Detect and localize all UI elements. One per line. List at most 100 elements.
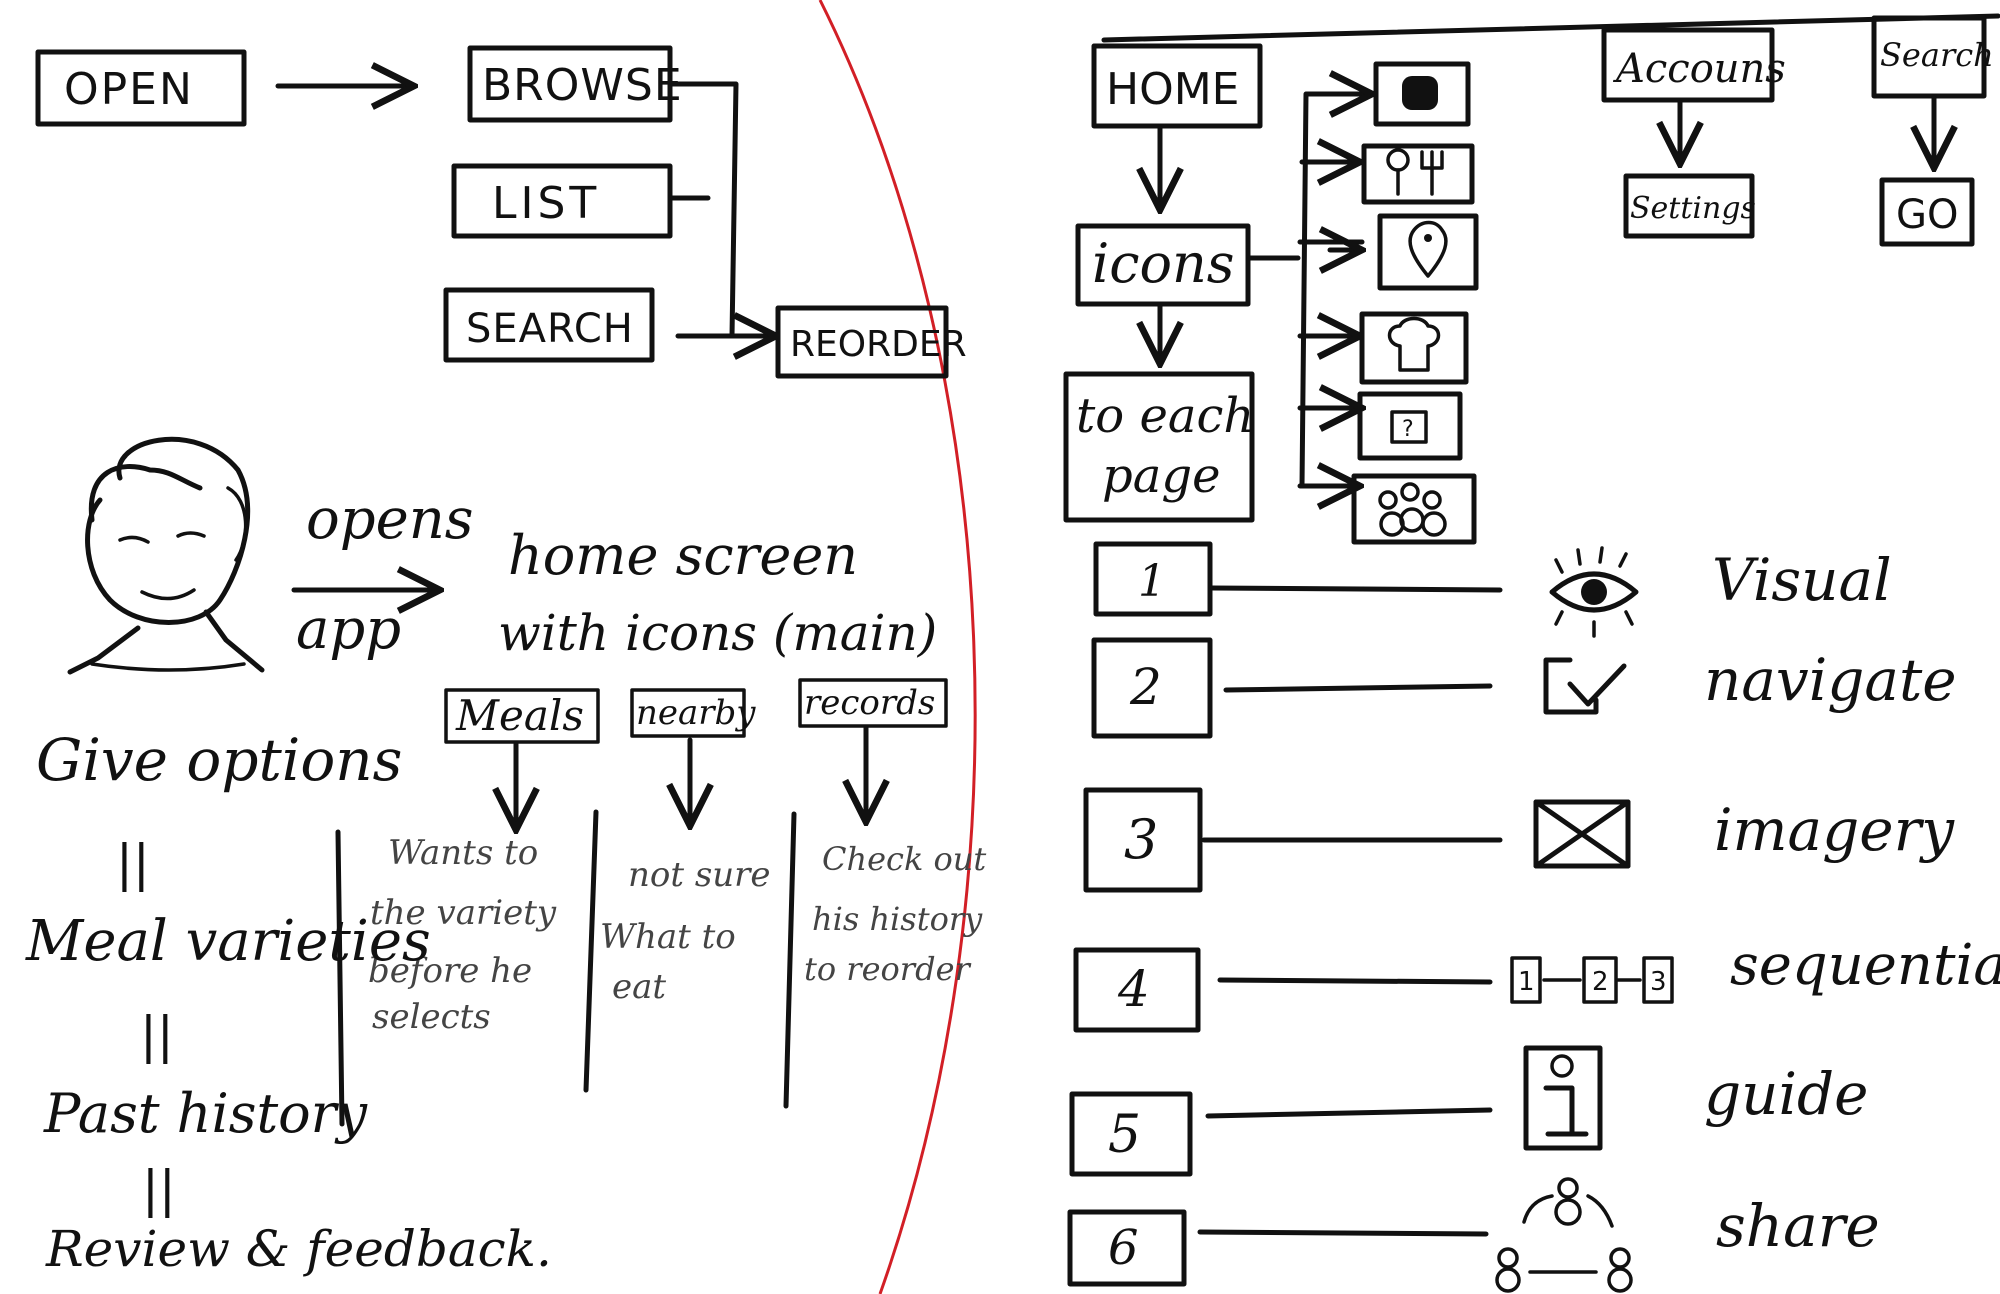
cutlery-icon-box: [1361, 143, 1475, 205]
options-divider-1: [335, 829, 345, 1127]
give-options-label: Give options: [36, 726, 402, 794]
help-icon-box: ?: [1357, 391, 1463, 461]
steps-separator: ||: [142, 1160, 176, 1218]
go-box: [1879, 177, 1975, 247]
nearby-note: not sure What to eat: [600, 855, 781, 1007]
to-each-page-line: page: [1102, 448, 1220, 504]
options-divider-3: [783, 811, 797, 1109]
group-icon-box: [1351, 473, 1477, 545]
person-icon: [67, 436, 265, 675]
location-pin-icon: [1408, 220, 1448, 278]
principles-group: 1 Visual 2 navigate 3: [1067, 541, 2000, 1293]
steps-separator: ||: [116, 834, 150, 892]
list-box: [451, 163, 673, 239]
divider-curve: [818, 0, 977, 1294]
chef-icon-box: [1359, 311, 1469, 385]
nav-group: HOME icons to each page: [1063, 13, 2000, 545]
reorder-label: REORDER: [790, 324, 967, 365]
meals-note-line: Wants to: [388, 833, 538, 873]
to-each-page-box: [1063, 371, 1255, 523]
principle-number: 3: [1124, 808, 1158, 871]
meals-note-line: selects: [372, 997, 491, 1037]
chef-hat-icon: [1387, 316, 1441, 372]
steps-group: Give options || Meal varieties || Past h…: [25, 726, 552, 1278]
search-label: SEARCH: [466, 306, 634, 352]
info-icon: [1523, 1045, 1603, 1151]
sequence-digit: 2: [1592, 967, 1609, 997]
settings-label: Settings: [1630, 191, 1756, 226]
principle-number: 2: [1129, 658, 1162, 716]
principle-number: 4: [1117, 960, 1150, 1018]
accounts-box: [1601, 27, 1775, 103]
sequence-digit: 3: [1650, 967, 1667, 997]
options-group: Meals nearby records Wants to the variet…: [335, 678, 996, 1127]
settings-box: [1623, 173, 1755, 239]
nearby-note-line: What to: [600, 917, 736, 957]
home-screen-line1: home screen: [508, 524, 858, 587]
records-note-line: to reorder: [804, 950, 972, 988]
persona-group: opens app home screen with icons (main): [67, 436, 937, 675]
principle-row: 6 share: [1067, 1177, 1880, 1293]
records-note: Check out his history to reorder: [804, 840, 996, 988]
principle-row: 5 guide: [1069, 1045, 1868, 1177]
browse-label: BROWSE: [482, 60, 683, 111]
nearby-note-line: not sure: [628, 855, 771, 895]
top-bar: [1101, 13, 2000, 43]
cutlery-icon: [1386, 148, 1444, 196]
flow-group: OPEN BROWSE LIST SEARCH REORDER: [35, 45, 967, 379]
meals-label: Meals: [455, 691, 584, 740]
help-icon: [1390, 410, 1428, 444]
meals-note-line: the variety: [370, 893, 557, 933]
principle-number: 6: [1108, 1220, 1139, 1276]
accounts-label: Accouns: [1612, 46, 1786, 92]
principle-label: share: [1716, 1192, 1880, 1260]
search-nav-label: Search: [1880, 36, 1994, 74]
nearby-label: nearby: [636, 693, 756, 733]
principle-number-box: [1073, 947, 1201, 1033]
options-divider-2: [583, 809, 599, 1093]
nearby-box: [630, 688, 746, 738]
group-icon: [1378, 482, 1447, 537]
icons-label: icons: [1092, 232, 1235, 295]
eye-icon: [1549, 546, 1639, 638]
home-box: [1091, 43, 1263, 129]
meals-box: [444, 688, 600, 744]
principle-number: 1: [1138, 556, 1166, 607]
principle-label: navigate: [1704, 646, 1957, 714]
icons-box: [1075, 223, 1251, 307]
go-label: GO: [1896, 192, 1958, 238]
location-icon-box: [1377, 213, 1479, 291]
principle-number-box: [1083, 787, 1203, 893]
flow-bracket: [667, 81, 739, 339]
share-icon: [1495, 1177, 1633, 1293]
nearby-note-line: eat: [612, 967, 666, 1007]
principle-label: sequential: [1730, 933, 2000, 998]
sequence-icon: 1 2 3: [1510, 956, 1674, 1004]
help-icon-glyph: ?: [1402, 417, 1414, 442]
open-label: OPEN: [64, 64, 194, 115]
past-history-label: Past history: [43, 1082, 368, 1145]
meal-icon-box: [1373, 61, 1471, 127]
records-label: records: [804, 683, 935, 723]
checkbox-icon: [1543, 657, 1627, 715]
records-note-line: Check out: [822, 840, 986, 878]
sequence-digit: 1: [1518, 967, 1535, 997]
principle-label: guide: [1704, 1060, 1868, 1128]
app-label: app: [296, 597, 401, 662]
open-box: [35, 49, 247, 127]
search-nav-box: [1871, 15, 1987, 99]
reorder-box: [775, 305, 949, 379]
records-note-line: his history: [812, 900, 983, 938]
principle-label: imagery: [1714, 796, 1955, 864]
records-box: [798, 678, 948, 728]
home-screen-line2: with icons (main): [498, 604, 937, 662]
home-label: HOME: [1106, 64, 1239, 115]
search-box: [443, 287, 655, 363]
principle-row: 3 imagery: [1083, 787, 1955, 893]
to-each-page-line: to each: [1076, 388, 1254, 444]
meal-varieties-label: Meal varieties: [25, 909, 431, 974]
principle-number-box: [1093, 541, 1213, 617]
to-each-page-label: to each page: [1076, 388, 1270, 504]
principle-number-box: [1091, 637, 1213, 739]
